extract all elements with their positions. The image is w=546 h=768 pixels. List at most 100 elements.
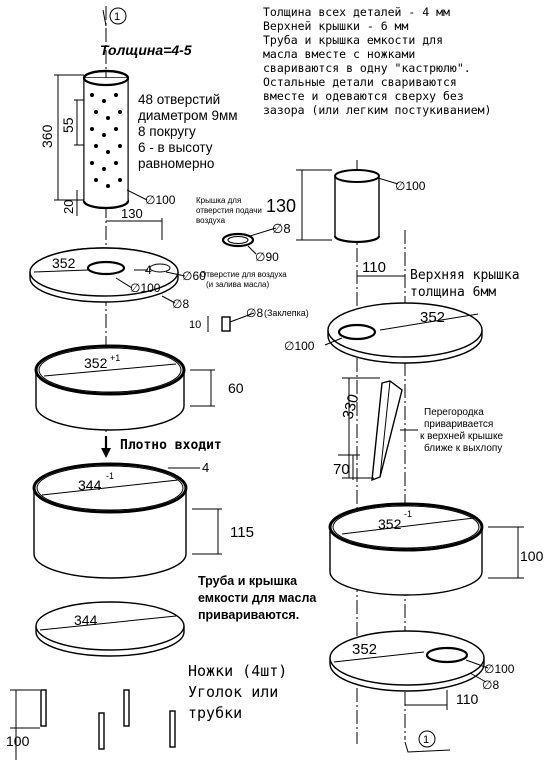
- holes-note-5: равномерно: [138, 156, 214, 171]
- legs: 100: [6, 689, 176, 760]
- dim-ring-352: 352: [84, 355, 108, 371]
- dim-lid-d8: ∅8: [172, 297, 189, 311]
- top-cover: 110 Верхняя крышка толщина 6мм 352 ∅100: [284, 259, 520, 364]
- dim-lid-352: 352: [52, 255, 76, 271]
- pipe-hole: [118, 144, 122, 148]
- pipe-hole: [114, 127, 118, 131]
- dim-bottom-344: 344: [74, 612, 98, 628]
- dim-lid-130: 130: [121, 206, 143, 221]
- pipe-hole: [106, 150, 110, 154]
- dim-partition-330: 330: [339, 392, 362, 421]
- partition-note-1: Перегородка: [424, 407, 484, 418]
- note-line-6: Остальные детали свариваются: [263, 75, 457, 89]
- dim-lid-d60: ∅60: [182, 269, 206, 283]
- pipe-hole: [114, 161, 118, 165]
- leg-2: [123, 689, 130, 727]
- dim-tank-344-sup: -1: [106, 471, 114, 481]
- welded-note-2: емкости для масла: [198, 591, 317, 605]
- dim-pipe-130: 130: [266, 196, 296, 216]
- welded-note-3: привариваются.: [198, 608, 299, 622]
- pipe-hole: [118, 110, 122, 114]
- pipe-holes: [90, 93, 122, 188]
- oil-tank-bottom: 344: [35, 601, 185, 657]
- dim-rivet-d8: ∅8: [246, 306, 263, 320]
- partition-note-2: приваривается: [424, 419, 493, 430]
- air-cap-note-2: отверстия подачи: [196, 206, 262, 215]
- perforated-pipe: Толщина=4-5 360 55 20 ∅100: [39, 42, 192, 216]
- section-marker-bottom-label: 1: [423, 734, 429, 746]
- partition-note-4: ближе к выхлопу: [424, 442, 502, 454]
- dim-partition-70: 70: [333, 461, 350, 478]
- pipe-hole: [102, 99, 106, 103]
- air-cap-note-3: воздуха: [196, 216, 226, 225]
- air-hole-note-2: (и залива масла): [206, 280, 270, 289]
- pipe-hole: [106, 184, 110, 188]
- lid-center-hole: [86, 260, 126, 276]
- air-hole-note-1: Отверстие для воздуха: [200, 270, 287, 279]
- section-marker-bottom: [418, 730, 436, 748]
- air-cap-note-1: Крышка для: [196, 196, 241, 205]
- dim-55: 55: [60, 117, 76, 133]
- partition-note-3: к верхней крышке: [420, 431, 503, 442]
- leg-1: [40, 689, 47, 727]
- pipe-hole: [94, 144, 98, 148]
- dim-ring-352-sup: +1: [110, 353, 120, 363]
- base-disc-hole: [425, 646, 469, 664]
- note-line-8: зазора (или легким постукиванием): [263, 103, 491, 117]
- pipe-thickness-label: Толщина=4-5: [100, 42, 192, 58]
- oil-tank-lid: 130 352 4 ∅60 ∅100 ∅8: [29, 206, 206, 311]
- dim-pipe-d100: ∅100: [145, 193, 176, 207]
- oil-tank-body: 344 -1 4 115: [32, 460, 254, 579]
- dim-20: 20: [61, 200, 76, 214]
- dim-tank-4: 4: [202, 460, 209, 475]
- dim-tank-344: 344: [78, 477, 102, 493]
- holes-note-3: 8 покругу: [138, 124, 196, 139]
- top-cover-hole: [337, 323, 377, 341]
- exhaust-pipe: 130 ∅100: [266, 169, 426, 244]
- dim-top-352: 352: [420, 309, 445, 326]
- general-notes: Толщина всех деталей - 4 мм Верхней крыш…: [263, 5, 491, 117]
- dim-legs-100: 100: [6, 733, 30, 749]
- pipe-hole: [94, 178, 98, 182]
- ring-352-upper: 352 +1 60: [34, 344, 244, 431]
- air-cap: Крышка для отверстия подачи воздуха ∅8 ∅…: [196, 196, 291, 289]
- section-tick-top: [102, 9, 107, 27]
- legs-note-1: Ножки (4шт): [188, 662, 287, 680]
- dim-lid-4: 4: [145, 263, 152, 277]
- leg-4: [169, 710, 176, 748]
- dim-top-d100: ∅100: [284, 339, 315, 353]
- pipe-hole: [114, 93, 118, 97]
- pipe-hole: [118, 178, 122, 182]
- holes-note-1: 48 отверстий: [138, 92, 220, 107]
- note-line-3: Труба и крышка емкости для: [263, 33, 443, 47]
- dim-top-110: 110: [362, 259, 386, 276]
- pipe-hole: [90, 161, 94, 165]
- top-cover-note-2: толщина 6мм: [410, 285, 496, 300]
- base-disc: 352 ∅100 ∅8 110: [329, 630, 515, 710]
- pipe-hole: [90, 127, 94, 131]
- pipe-hole: [94, 110, 98, 114]
- pipe-hole: [102, 133, 106, 137]
- holes-note-2: диаметром 9мм: [138, 108, 238, 123]
- lid-side-hole: [149, 263, 171, 273]
- pipe-hole: [102, 167, 106, 171]
- ring-352-lower: 352 -1 100: [328, 502, 544, 596]
- dim-ring-r-352-sup: -1: [404, 509, 412, 519]
- fits-label: Плотно входит: [120, 438, 222, 453]
- dim-cap-d90: ∅90: [255, 250, 279, 264]
- legs-note: Ножки (4шт) Уголок или трубки: [188, 662, 287, 722]
- rivet-note: (Заклепка): [264, 308, 309, 318]
- dim-base-352: 352: [352, 641, 377, 658]
- dim-right-pipe-d100: ∅100: [395, 179, 426, 193]
- fit-arrow-head: [101, 448, 111, 458]
- dim-cap-d8: ∅8: [272, 221, 291, 236]
- leg-3: [98, 712, 105, 750]
- dim-tank-115: 115: [230, 524, 254, 541]
- dim-ring-r-352: 352: [378, 516, 402, 532]
- dim-360: 360: [39, 124, 55, 148]
- section-tick-bottom: [404, 741, 451, 753]
- partition-plate: 330 70 Перегородка приваривается к верхн…: [333, 377, 503, 482]
- dim-base-110: 110: [456, 691, 479, 707]
